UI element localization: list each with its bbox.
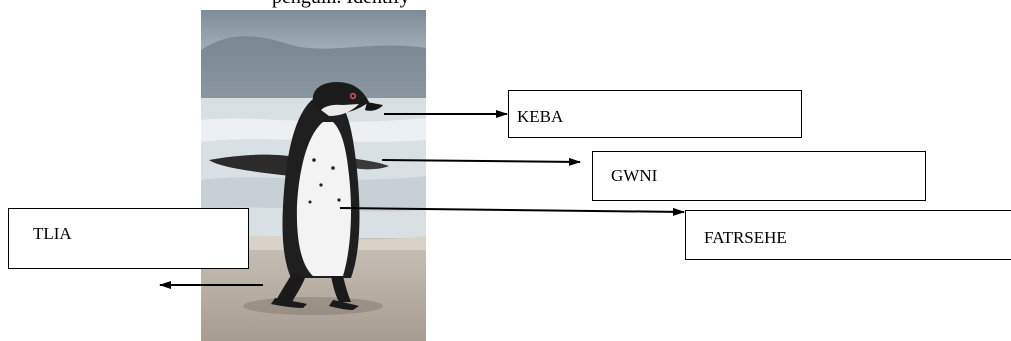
label-box-tail[interactable]: TLIA — [8, 208, 249, 269]
penguin-photo — [201, 10, 426, 341]
label-feathers: FATRSEHE — [704, 228, 787, 247]
label-box-beak[interactable]: KEBA — [508, 90, 802, 138]
feathers-arrow — [339, 207, 685, 216]
header-text: penguin. Identify — [272, 0, 410, 9]
label-tail: TLIA — [33, 224, 72, 243]
label-wing: GWNI — [611, 166, 658, 185]
label-box-feathers[interactable]: FATRSEHE — [685, 210, 1011, 260]
label-beak: KEBA — [517, 107, 564, 126]
label-box-wing[interactable]: GWNI — [592, 151, 926, 201]
wing-arrow — [381, 157, 581, 166]
